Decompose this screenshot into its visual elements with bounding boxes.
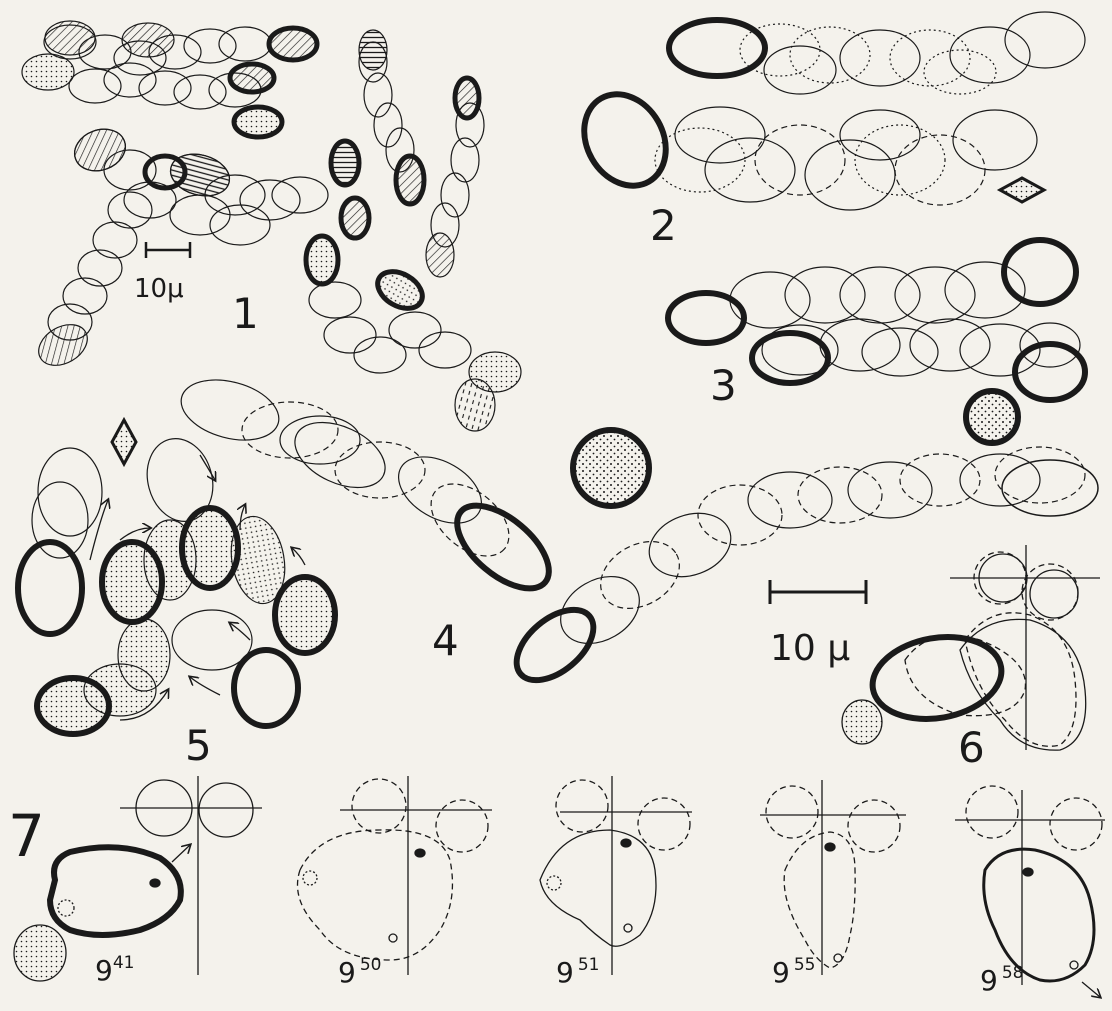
fig1-chain-right xyxy=(359,42,484,247)
fig1-hatched-cell xyxy=(426,233,454,277)
figure-3 xyxy=(668,240,1085,443)
fig1-bold-cell xyxy=(230,64,274,92)
fig1-hatched-cell xyxy=(69,122,132,177)
fig7-panel-958 xyxy=(955,786,1105,997)
fig7-panel-950 xyxy=(298,776,493,975)
fig4-bold-cell-upper xyxy=(443,490,563,604)
fig2-chain-top xyxy=(740,12,1085,94)
fig1-hatched-cell xyxy=(359,30,387,70)
fig3-bold-cell xyxy=(1015,344,1085,400)
fig7-panel-955 xyxy=(760,780,906,975)
fig1-dashed-cell xyxy=(455,379,495,431)
fig4-bold-cell-lower xyxy=(504,596,606,694)
fig1-bold-cell xyxy=(341,198,369,238)
fig1-hatched-cell xyxy=(122,23,174,57)
fig1-bold-cell xyxy=(269,28,317,60)
fig6-stippled-cell xyxy=(842,700,882,744)
fig5-stippled-cell xyxy=(144,520,196,600)
fig1-stippled-cell xyxy=(22,54,74,90)
figure-number-2: 2 xyxy=(650,201,677,250)
diamond-marker-icon xyxy=(1000,178,1044,202)
fig1-scale-bar xyxy=(146,242,190,258)
fig1-bold-cell xyxy=(396,156,424,204)
fig5-bold-cell xyxy=(275,577,335,653)
figure-2 xyxy=(568,12,1085,210)
fig1-bold-cell xyxy=(331,141,359,185)
fig3-bold-cell xyxy=(668,293,744,343)
figure-number-6: 6 xyxy=(958,723,985,772)
fig4-stippled-cell xyxy=(573,430,649,506)
fig7-panel-941 xyxy=(14,776,262,981)
figure-number-4: 4 xyxy=(432,616,459,665)
fig1-bold-cell xyxy=(306,236,338,284)
fig1-scale-label: 10μ xyxy=(134,274,184,304)
fig2-bold-cell-bottom xyxy=(568,79,682,200)
figure-number-5: 5 xyxy=(185,721,212,770)
fig4-bold-cell-right xyxy=(1002,460,1098,516)
figure-6 xyxy=(842,545,1100,750)
figure-number-1: 1 xyxy=(232,289,259,338)
fig7-stippled-cell xyxy=(14,925,66,981)
fig5-stippled-cell xyxy=(84,664,156,716)
fig4-scale-bar xyxy=(770,580,866,604)
fig7-time-label-941: 941 xyxy=(95,953,134,987)
arrow-icon xyxy=(1082,982,1100,997)
figure-1 xyxy=(22,21,521,431)
figure-number-3: 3 xyxy=(710,361,737,410)
fig7-panel-951 xyxy=(540,776,692,975)
fig2-chain-bottom xyxy=(655,107,1037,210)
fig1-bold-cell xyxy=(371,264,429,316)
fig7-bold-cell xyxy=(50,847,181,935)
fig4-scale-label: 10 μ xyxy=(770,628,850,669)
fig7-bold-cell-final xyxy=(984,849,1094,981)
fig1-bold-cell xyxy=(455,78,479,118)
figure-5 xyxy=(18,420,335,734)
fig5-bold-cell xyxy=(234,650,298,726)
figure-number-7: 7 xyxy=(8,802,45,870)
fig1-chain-lower-left xyxy=(48,192,152,340)
fig3-stippled-cell xyxy=(966,391,1018,443)
fig1-hatched-cell xyxy=(45,21,95,55)
fig3-chain xyxy=(730,262,1080,376)
diamond-marker-icon xyxy=(112,420,136,464)
fig1-hatched-cell xyxy=(31,316,94,373)
fig2-bold-cell-top xyxy=(669,20,765,76)
fig1-bold-cell xyxy=(234,107,282,137)
arrow-icon xyxy=(172,845,190,862)
